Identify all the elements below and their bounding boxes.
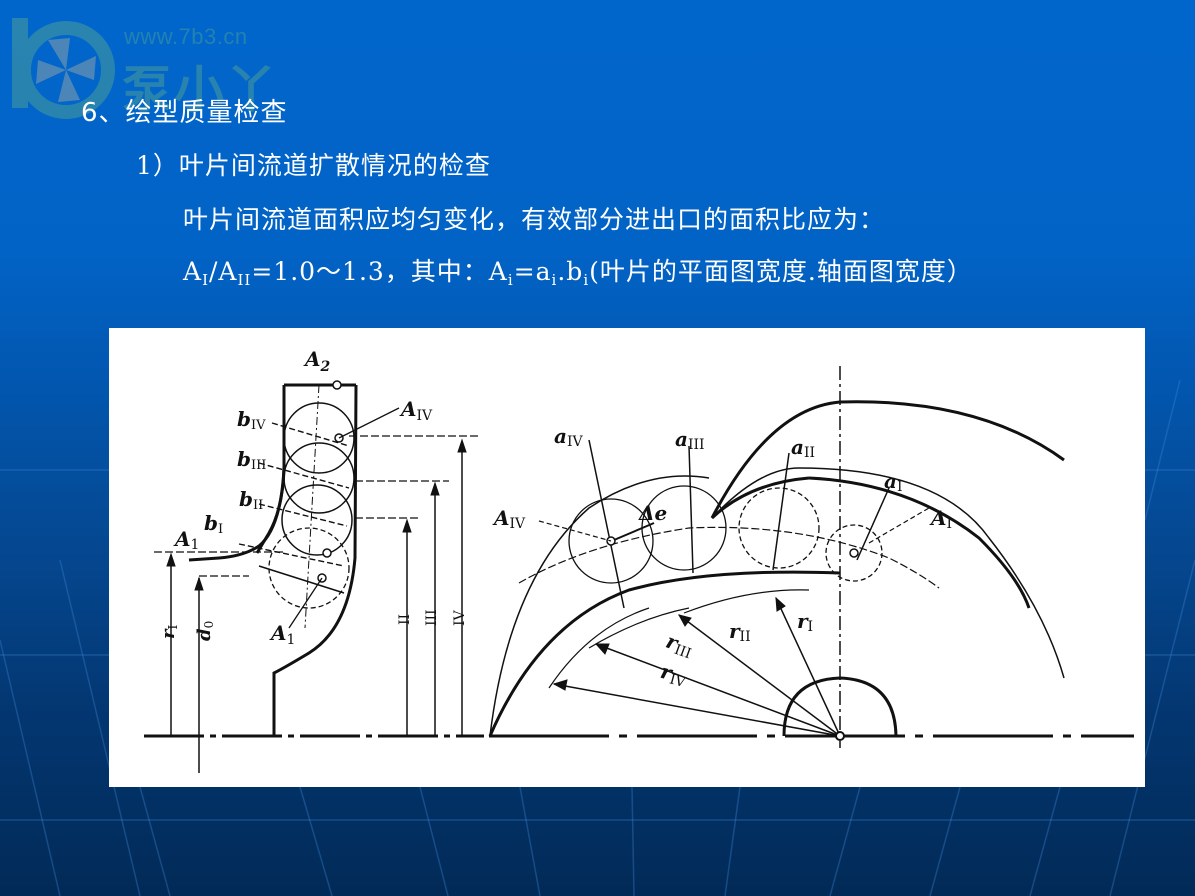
label-delta-e: Δe (638, 501, 667, 525)
body-text-line-1: 叶片间流道面积应均匀变化，有效部分进出口的面积比应为： (183, 205, 886, 234)
watermark-logo-text: 泵小丫 (122, 62, 278, 118)
label-a-IV: aIV (554, 424, 583, 450)
label-A2: A2 (303, 347, 331, 375)
impeller-diagram: A2 AIV bIV bIII bII bI A1 A1 rI d0 II II… (144, 347, 1134, 773)
label-r-III: rIII (662, 629, 696, 663)
section-subheading: 1）叶片间流道扩散情况的检查 (136, 151, 491, 180)
label-r-I: rI (797, 609, 813, 635)
pump-impeller-icon (12, 18, 115, 119)
label-d0: d0 (194, 621, 216, 641)
slide-title: 6、绘型质量检查 (81, 98, 288, 128)
label-r-III-dim: III (424, 609, 440, 626)
label-a-I: aI (884, 469, 903, 495)
label-r-II-dim: II (397, 614, 413, 625)
label-A-IV-plan: AIV (492, 506, 526, 532)
impeller-diagram-panel: A2 AIV bIV bIII bII bI A1 A1 rI d0 II II… (109, 328, 1145, 787)
label-b-IV: bIV (237, 407, 266, 433)
label-r-II: rII (729, 619, 751, 645)
label-r-IV: rIV (658, 659, 691, 691)
watermark: www.7b3.cn 泵小丫 (8, 12, 308, 122)
label-r1: rI (158, 625, 180, 639)
watermark-url: www.7b3.cn (124, 24, 248, 49)
label-b-II: bII (239, 487, 263, 513)
label-A-IV: AIV (399, 397, 433, 424)
meridional-view (144, 380, 484, 773)
label-b-III: bIII (237, 447, 266, 473)
body-text-line-2-formula: AI/AII=1.0～1.3，其中：Ai=ai.bi(叶片的平面图宽度.轴面图宽… (183, 257, 973, 289)
label-A1-bottom: A1 (269, 621, 295, 648)
label-A1-top: A1 (173, 527, 199, 553)
label-A-I-plan: AI (929, 506, 952, 532)
label-a-II: aII (791, 435, 815, 461)
label-b-I: bI (204, 511, 223, 537)
node-A2 (332, 380, 342, 390)
plan-view (488, 366, 1134, 748)
label-r-IV-dim: IV (452, 609, 468, 626)
label-a-III: aIII (675, 427, 705, 453)
